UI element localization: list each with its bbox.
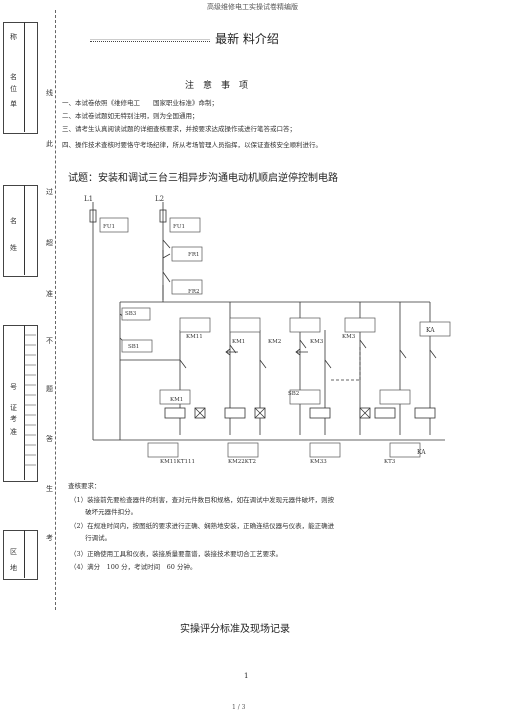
fuse-fu1-left — [89, 209, 97, 223]
label-fu1-right: FU1 — [173, 224, 185, 230]
seal-char: 答 — [46, 435, 53, 443]
exam-id-char: 号 — [10, 383, 17, 391]
exam-id-char: 考 — [10, 415, 17, 423]
label-ka-top: KA — [426, 327, 435, 334]
unit-name-char: 称 — [10, 33, 17, 41]
requirement-line: （2）在规准时间内，按图纸的要求进行正确、娴熟地安装，正确连结仪器与仪表，能正确… — [70, 522, 335, 530]
requirement-line: （1）装接前先要检查器件的利害，查对元件数目和规格，如在调试中发现元器件破坏，则… — [70, 496, 335, 504]
page-number: 1 — [244, 672, 249, 680]
region-char: 地 — [10, 564, 17, 572]
seal-char: 题 — [46, 385, 53, 393]
requirement-line: （3）正确使用工具和仪表，装接质量要靠谱，装接技术要切合工艺要求。 — [70, 550, 283, 558]
notice-item-4: 四、操作技术查核时要恪守考场纪律，所从考场管理人员指挥，以保证查核安全顺利进行。 — [62, 141, 322, 149]
label-km2: KM2 — [268, 339, 282, 345]
unit-name-char: 名 — [10, 73, 17, 81]
region-box — [3, 530, 38, 580]
exam-id-grid — [24, 334, 36, 466]
exam-id-char: 证 — [10, 404, 17, 412]
requirement-line: （4）满分 100 分，考试时间 60 分钟。 — [70, 563, 197, 571]
fuse-fu1-right — [159, 209, 167, 223]
title-underline — [90, 41, 210, 42]
label-l1: L1 — [84, 195, 94, 203]
seal-char: 线 — [46, 89, 53, 97]
label-sb1: SB1 — [128, 344, 140, 350]
seal-char: 不 — [46, 337, 53, 345]
document-header: 高级维修电工实操试卷精编版 — [207, 3, 298, 11]
label-km3: KM3 — [310, 339, 324, 345]
coil-ka — [414, 407, 436, 419]
title-text: 最新 料介绍 — [215, 32, 279, 46]
label-bottom-kt: KT3 — [384, 459, 396, 465]
label-l2: L2 — [155, 195, 165, 203]
label-sb2: SB2 — [288, 391, 300, 397]
requirements-heading: 查核要求： — [68, 482, 101, 490]
label-km1-coil: KM1 — [170, 397, 184, 403]
name-box — [3, 185, 38, 277]
exam-id-char: 准 — [10, 428, 17, 436]
notice-item-1: 一、本试卷依照《维修电工 国家职业标准》命制； — [62, 99, 218, 107]
seal-char: 超 — [46, 239, 53, 247]
requirement-line: 行调试。 — [70, 534, 112, 542]
coil-km1 — [164, 407, 186, 419]
label-km3b: KM3 — [342, 334, 356, 340]
notice-item-2: 二、本试卷试题如无特别注明，则为全国通用； — [62, 112, 199, 120]
seal-line — [55, 10, 56, 610]
scoring-section-title: 实操评分标准及现场记录 — [180, 624, 290, 635]
page-of: 1 / 3 — [232, 704, 246, 711]
label-km1: KM1 — [232, 339, 246, 345]
label-fr2: FR2 — [188, 289, 200, 295]
unit-name-char: 单 — [10, 100, 17, 108]
label-bottom-km2: KM22KT2 — [228, 459, 257, 465]
label-bottom-km1: KM11KT111 — [160, 459, 196, 465]
requirement-line: 破坏元器件扣分。 — [70, 508, 138, 516]
seal-char: 生 — [46, 485, 53, 493]
label-bottom-ka: KA — [417, 449, 426, 456]
unit-name-char: 位 — [10, 85, 17, 93]
label-sb3: SB3 — [125, 311, 137, 317]
notice-heading: 注 意 事 项 — [185, 81, 249, 91]
label-fr1: FR1 — [188, 252, 200, 258]
doc-title: …………………………………………………… 最新 料介绍 — [90, 28, 279, 47]
seal-char: 考 — [46, 534, 53, 542]
unit-name-box — [3, 22, 38, 134]
seal-char: 此 — [46, 140, 53, 148]
coil-km2 — [224, 407, 246, 419]
seal-char: 准 — [46, 290, 53, 298]
question-title: 试题：安装和调试三台三相异步沟通电动机顺启逆停控制电路 — [68, 173, 338, 184]
notice-item-3: 三、请考生认真阅读试题的详细查核要求，并按要求达成操作或进行笔答或口答； — [62, 125, 296, 133]
seal-char: 过 — [46, 188, 53, 196]
title-dots: …………………………………………………… — [90, 35, 210, 42]
coil-km3 — [309, 407, 331, 419]
region-char: 区 — [10, 548, 17, 556]
exam-id-box — [3, 325, 38, 482]
label-bottom-km3: KM33 — [310, 459, 327, 465]
circuit-diagram — [89, 202, 451, 458]
name-char: 姓 — [10, 244, 17, 252]
label-fu1-left: FU1 — [103, 224, 115, 230]
name-char: 名 — [10, 217, 17, 225]
label-km11: KM11 — [186, 334, 203, 340]
